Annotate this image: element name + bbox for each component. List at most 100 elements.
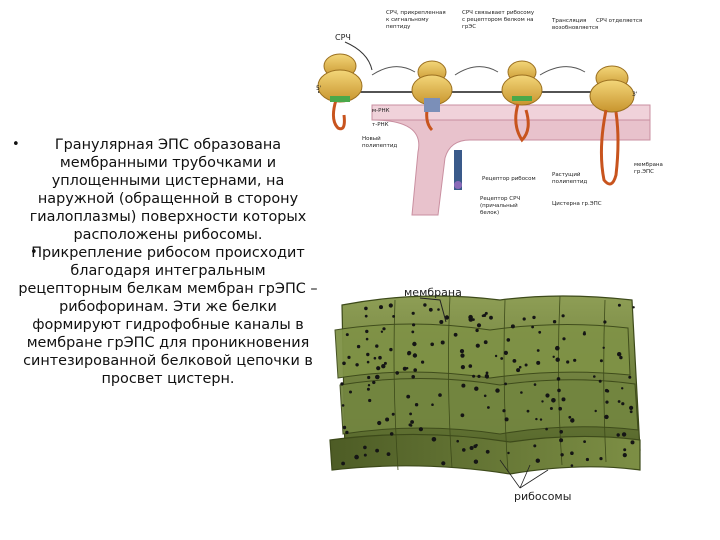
ribosome-dot (381, 364, 386, 369)
ribosome-dot (375, 344, 379, 348)
ribosome-dot (617, 352, 622, 357)
ribosome-dot (617, 400, 621, 403)
ribosome-dot (599, 457, 603, 461)
granular-er-illustration: мембрана рибосомы (329, 286, 641, 503)
ribosome-dot (477, 374, 481, 378)
ribosome-dot (412, 341, 417, 347)
ribosome-dot (551, 398, 556, 403)
ribosome-dot (582, 332, 587, 336)
ribosome-dot (561, 314, 565, 318)
ribosome-dot (386, 452, 391, 456)
ribosome-icon (589, 65, 635, 186)
ribosome-dot (462, 448, 466, 452)
ribosome-dot (413, 368, 418, 372)
ribosome-dot (460, 413, 465, 418)
ribosome-dot (566, 360, 570, 364)
ribosome-dot (428, 307, 433, 312)
ribosome-dot (545, 393, 550, 398)
ribosome-dot (628, 375, 632, 379)
ribosome-dot (366, 360, 370, 364)
ribosome-dot (483, 394, 487, 398)
ribosome-icon (411, 60, 453, 132)
ribosome-dot (483, 340, 488, 345)
ribosome-dot (474, 386, 479, 391)
ribosome-dot (629, 405, 634, 410)
ribosome-dot (504, 417, 509, 422)
ribosome-dot (485, 371, 489, 375)
ribosome-dot (630, 440, 635, 445)
ribosome-dot (617, 303, 621, 307)
ribosome-dot (632, 306, 635, 309)
ribosome-dot (439, 320, 444, 324)
ribosome-dot (494, 354, 498, 358)
ribosome-dot (487, 406, 490, 409)
ribosome-dot (500, 357, 504, 360)
ribosome-dot (506, 338, 511, 342)
bullet-icon: • (30, 245, 38, 260)
ribosome-dot (367, 375, 371, 380)
ribosome-dot (623, 448, 627, 452)
ribosome-dot (364, 306, 368, 311)
ribosome-dot (533, 383, 537, 386)
ribosome-dot (456, 439, 460, 443)
ribosome-dot (412, 353, 418, 358)
ribosome-dot (495, 388, 500, 393)
ribosome-dot (593, 375, 596, 378)
step-arrow-icon (371, 66, 416, 76)
ribosome-dot (535, 417, 538, 421)
ribosome-receptor-label: Рецептор рибосом (482, 176, 536, 182)
ribosome-dot (556, 377, 561, 381)
ribosome-dot (459, 349, 465, 354)
bullet-icon: • (12, 137, 20, 152)
ribosome-dot (389, 347, 393, 352)
ribosome-dot (552, 355, 555, 358)
paragraph-ribophorins: •Прикрепление рибосом происходит благода… (18, 244, 318, 388)
ribosome-dot (536, 360, 541, 365)
ribosome-dot (411, 375, 416, 379)
ribosome-dot (602, 346, 605, 349)
ribosome-dot (375, 374, 380, 380)
ribosome-dot (347, 355, 351, 359)
ribosome-dot (555, 357, 560, 362)
ribosome-dot (375, 448, 379, 453)
ribosome-dot (485, 375, 489, 379)
ribosome-dot (552, 320, 557, 324)
ribosome-dot (431, 403, 434, 407)
ribosome-dot (531, 325, 534, 329)
ribosome-dot (367, 384, 371, 387)
ribosome-dot (430, 342, 435, 347)
ribosome-dot (538, 330, 542, 334)
ribosome-dot (557, 388, 561, 393)
ribosome-dots (340, 303, 635, 467)
ribosome-dot (545, 427, 548, 431)
ribosome-icon (501, 60, 543, 143)
ribosome-dot (475, 443, 478, 447)
ribosome-dot (621, 432, 627, 437)
ribosome-dot (391, 412, 395, 416)
ribosome-dot (604, 414, 609, 420)
srp-label: СРЧ (335, 33, 351, 42)
ribosome-dot (423, 303, 427, 307)
ribosome-dot (388, 303, 393, 308)
trna-label: т-РНК (372, 122, 389, 128)
ribosome-dot (377, 420, 382, 426)
er-membrane (371, 119, 651, 216)
ribosome-dot (502, 409, 506, 413)
step-arrow-icon (454, 66, 499, 76)
ribosome-dot (558, 406, 562, 411)
ribosome-dot (440, 340, 445, 345)
ribosome-receptor-icon (454, 150, 462, 190)
ribosome-dot (622, 453, 627, 458)
ribosome-dot (382, 327, 386, 331)
membrane-bottom-label: мембрана (404, 286, 462, 299)
ribosome-dot (355, 363, 359, 367)
ribosome-dot (341, 461, 345, 466)
ribosome-dot (549, 407, 553, 410)
ribosome-dot (520, 391, 523, 394)
ribosome-dot (411, 330, 415, 334)
